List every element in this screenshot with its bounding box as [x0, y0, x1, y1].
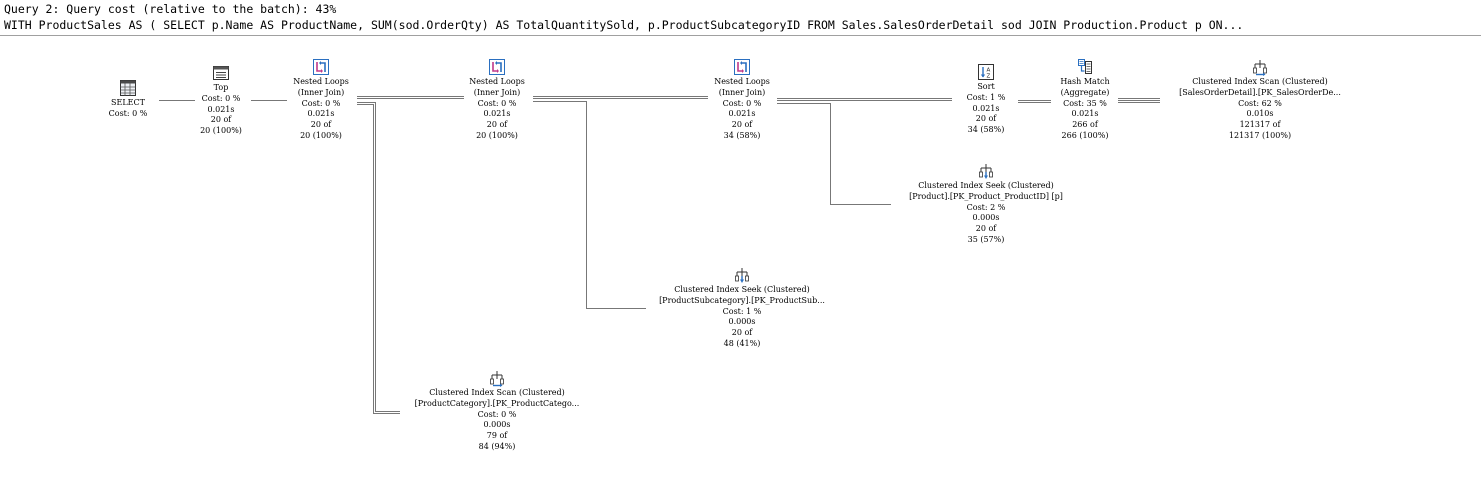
node-catscan-time: 0.000s [483, 420, 511, 430]
node-productseek-time: 0.000s [972, 213, 1000, 223]
node-nl3-join-type: (Inner Join) [718, 87, 766, 97]
node-nl2-rows-estimate: 20 (100%) [476, 130, 518, 140]
node-sort-rows-estimate: 34 (58%) [967, 125, 1005, 135]
node-top[interactable]: Top Cost: 0 % 0.021s 20 of 20 (100%) [191, 64, 251, 137]
arrow-seekproduct-to-nl3 [777, 103, 891, 205]
node-subcatseek-object: [ProductSubcategory].[PK_ProductSub... [659, 295, 825, 305]
node-catscan-rows-actual: 79 of [486, 431, 508, 441]
svg-text:A: A [987, 68, 991, 74]
node-sort-time: 0.021s [972, 103, 1000, 113]
node-ci-seek-productsubcategory[interactable]: Clustered Index Seek (Clustered) [Produc… [642, 266, 842, 350]
node-sodscan-time: 0.010s [1246, 109, 1274, 119]
node-sort-rows-actual: 20 of [975, 114, 997, 124]
node-nl1-rows-actual: 20 of [310, 120, 332, 130]
node-nl1-join-type: (Inner Join) [297, 87, 345, 97]
node-ci-scan-productcategory[interactable]: Clustered Index Scan (Clustered) [Produc… [397, 369, 597, 453]
node-hash-time: 0.021s [1071, 109, 1099, 119]
node-productseek-cost: Cost: 2 % [966, 202, 1006, 212]
query-sql-text[interactable]: WITH ProductSales AS ( SELECT p.Name AS … [4, 18, 1244, 32]
node-select[interactable]: SELECT Cost: 0 % [97, 79, 159, 120]
sort-icon: A Z [978, 64, 994, 80]
node-hash-aggregate: (Aggregate) [1060, 87, 1110, 97]
node-nl2-cost: Cost: 0 % [477, 98, 517, 108]
node-sort-cost: Cost: 1 % [966, 92, 1006, 102]
node-nested-loops-3[interactable]: Nested Loops (Inner Join) Cost: 0 % 0.02… [700, 58, 784, 142]
node-select-cost: Cost: 0 % [108, 108, 148, 118]
hash-match-icon [1078, 59, 1092, 74]
node-nl3-rows-actual: 20 of [731, 120, 753, 130]
node-hash-label: Hash Match [1060, 77, 1110, 86]
node-nl2-rows-actual: 20 of [486, 120, 508, 130]
select-result-icon [120, 80, 136, 96]
node-nl2-join-type: (Inner Join) [473, 87, 521, 97]
node-nested-loops-2[interactable]: Nested Loops (Inner Join) Cost: 0 % 0.02… [455, 58, 539, 142]
node-nl3-time: 0.021s [728, 109, 756, 119]
node-hash-cost: Cost: 35 % [1063, 98, 1107, 108]
svg-text:Z: Z [987, 74, 991, 80]
node-top-label: Top [213, 83, 229, 92]
node-productseek-rows-actual: 20 of [975, 224, 997, 234]
node-sodscan-rows-actual: 121317 of [1239, 120, 1281, 130]
node-sort-label: Sort [977, 82, 995, 91]
node-sodscan-object: [SalesOrderDetail].[PK_SalesOrderDe... [1179, 87, 1341, 97]
node-nl2-label: Nested Loops [469, 77, 525, 86]
node-sodscan-cost: Cost: 62 % [1238, 98, 1282, 108]
node-sort[interactable]: A Z Sort Cost: 1 % 0.021s 20 of 34 (58%) [955, 63, 1017, 136]
node-nested-loops-1[interactable]: Nested Loops (Inner Join) Cost: 0 % 0.02… [279, 58, 363, 142]
node-nl2-time: 0.021s [483, 109, 511, 119]
node-sodscan-label: Clustered Index Scan (Clustered) [1192, 77, 1328, 86]
node-ci-seek-product[interactable]: Clustered Index Seek (Clustered) [Produc… [886, 162, 1086, 246]
node-productseek-rows-estimate: 35 (57%) [967, 234, 1005, 244]
header-divider [0, 35, 1481, 36]
node-hash-match[interactable]: Hash Match (Aggregate) Cost: 35 % 0.021s… [1045, 58, 1125, 142]
nested-loops-icon [734, 59, 750, 75]
arrow-catscan-to-nl1 [357, 102, 400, 414]
node-nl1-rows-estimate: 20 (100%) [300, 130, 342, 140]
node-catscan-cost: Cost: 0 % [477, 409, 517, 419]
arrow-sort-to-nl3 [777, 98, 952, 101]
node-top-time: 0.021s [207, 104, 235, 114]
node-nl1-cost: Cost: 0 % [301, 98, 341, 108]
node-top-rows-estimate: 20 (100%) [200, 126, 242, 136]
node-subcatseek-rows-estimate: 48 (41%) [723, 338, 761, 348]
nested-loops-icon [313, 59, 329, 75]
node-top-rows-actual: 20 of [210, 115, 232, 125]
clustered-index-scan-icon [490, 371, 504, 387]
node-select-label: SELECT [111, 98, 145, 107]
node-nl3-label: Nested Loops [714, 77, 770, 86]
node-catscan-label: Clustered Index Scan (Clustered) [429, 388, 565, 397]
node-sodscan-rows-estimate: 121317 (100%) [1228, 130, 1292, 140]
node-subcatseek-rows-actual: 20 of [731, 328, 753, 338]
node-nl1-label: Nested Loops [293, 77, 349, 86]
node-subcatseek-time: 0.000s [728, 317, 756, 327]
node-hash-rows-actual: 266 of [1072, 120, 1098, 130]
node-ci-scan-salesorderdetail[interactable]: Clustered Index Scan (Clustered) [SalesO… [1160, 58, 1360, 142]
node-nl3-rows-estimate: 34 (58%) [723, 130, 761, 140]
clustered-index-scan-icon [1253, 60, 1267, 76]
clustered-index-seek-icon [979, 164, 993, 179]
node-top-cost: Cost: 0 % [201, 93, 241, 103]
node-productseek-object: [Product].[PK_Product_ProductID] [p] [909, 191, 1063, 201]
node-subcatseek-label: Clustered Index Seek (Clustered) [674, 285, 810, 294]
arrow-hash-to-sort [1018, 100, 1051, 103]
node-hash-rows-estimate: 266 (100%) [1061, 130, 1109, 140]
query-cost-header: Query 2: Query cost (relative to the bat… [4, 2, 337, 16]
arrow-seeksubcat-to-nl2 [533, 101, 646, 309]
node-nl3-cost: Cost: 0 % [722, 98, 762, 108]
arrow-nl3-to-nl2 [533, 96, 708, 99]
node-productseek-label: Clustered Index Seek (Clustered) [918, 181, 1054, 190]
node-catscan-rows-estimate: 84 (94%) [478, 441, 516, 451]
arrow-nl2-to-nl1 [357, 96, 464, 99]
node-nl1-time: 0.021s [307, 109, 335, 119]
node-subcatseek-cost: Cost: 1 % [722, 306, 762, 316]
node-catscan-object: [ProductCategory].[PK_ProductCatego... [414, 398, 580, 408]
clustered-index-seek-icon [735, 268, 749, 283]
nested-loops-icon [489, 59, 505, 75]
arrow-ciscan-to-hash [1118, 98, 1160, 103]
top-operator-icon [213, 66, 229, 80]
